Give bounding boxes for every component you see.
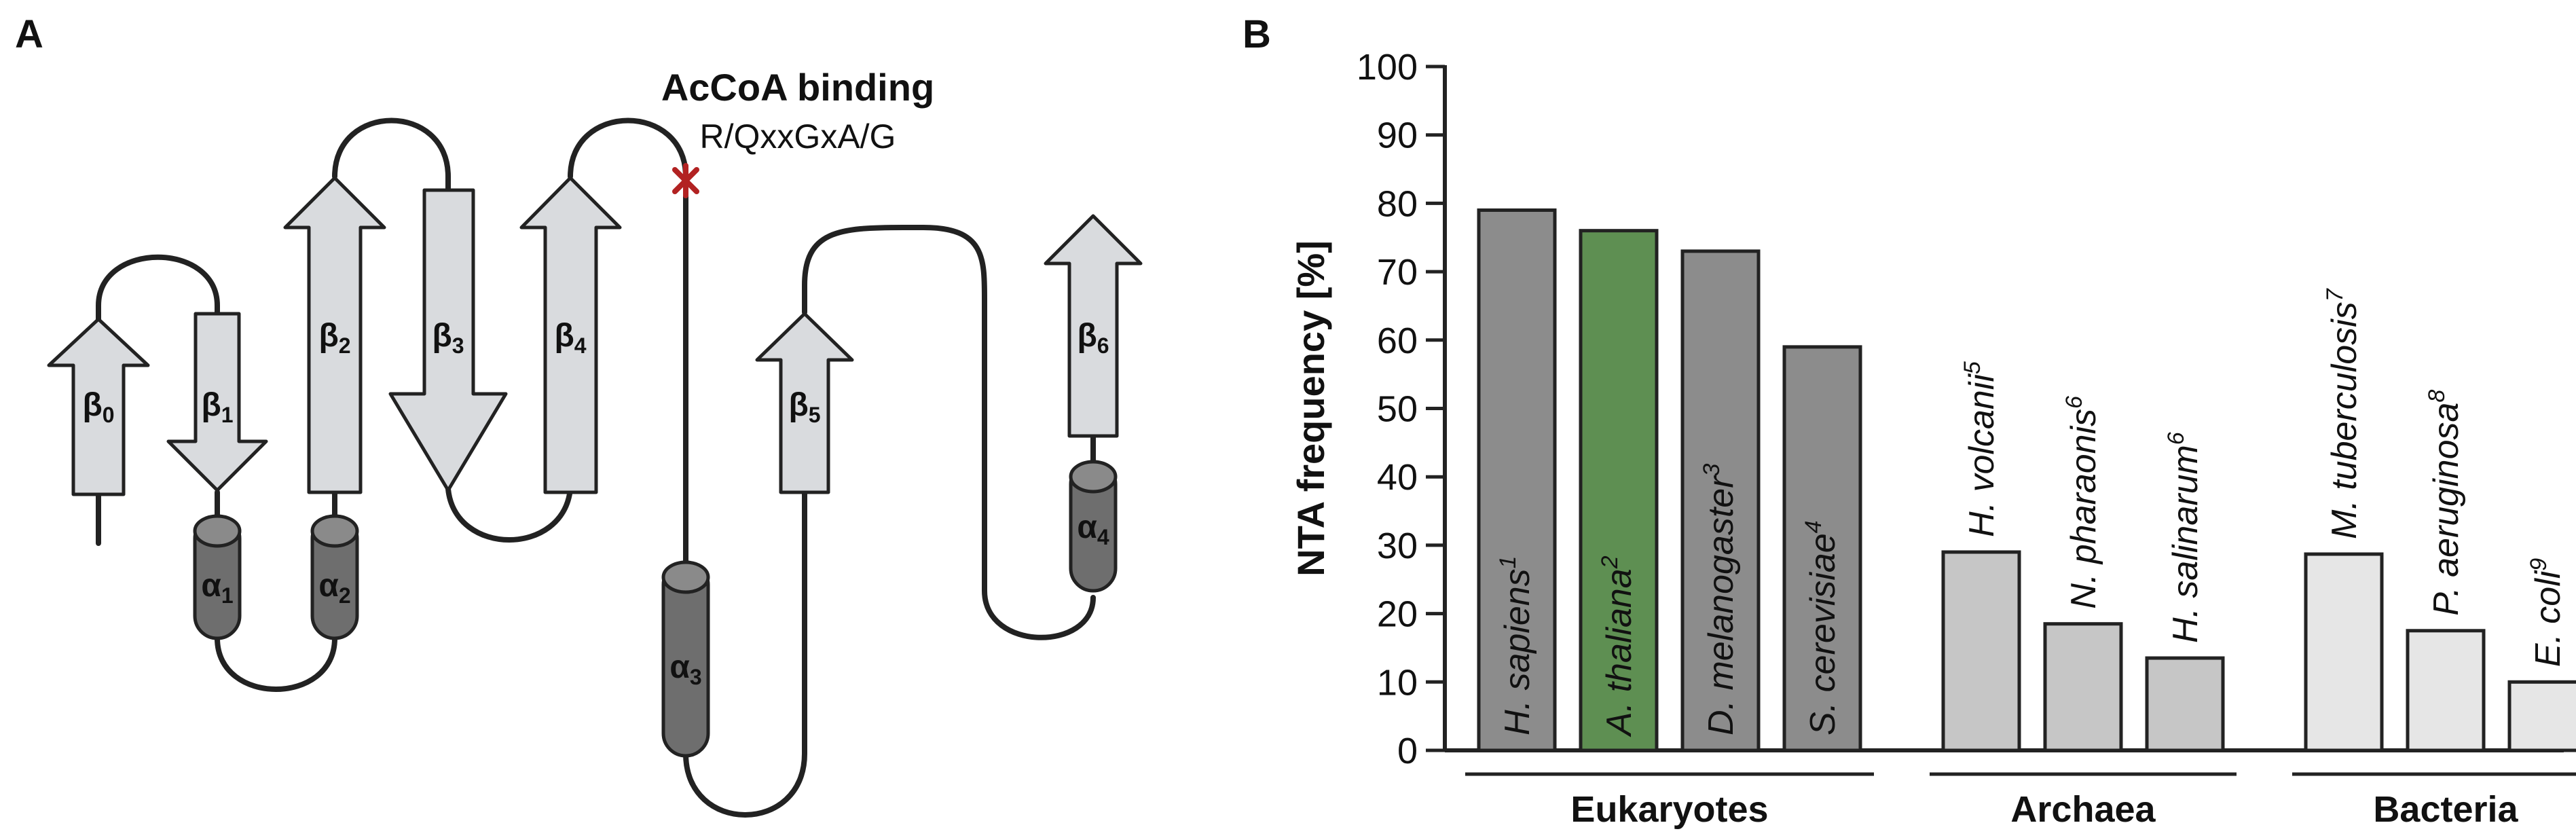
bar <box>2507 680 2576 752</box>
bar-label: E. coli9 <box>2526 558 2568 668</box>
y-tick-label: 50 <box>1377 389 1418 430</box>
loop-b5-a4 <box>802 225 1096 640</box>
strand-label-b5: β5 <box>788 387 820 427</box>
helix-a3 <box>661 560 710 758</box>
bar <box>1477 208 1557 752</box>
bar <box>1782 345 1862 752</box>
loop-a1-a2 <box>215 636 337 692</box>
strand-b1 <box>166 312 268 492</box>
strand-label-b3: β3 <box>432 318 464 358</box>
bar-group: H. salinarum6 <box>2145 432 2225 752</box>
y-tick-label: 40 <box>1377 457 1418 498</box>
bar-group: E. coli9 <box>2507 558 2576 752</box>
bar-label: M. tuberculosis7 <box>2322 288 2364 539</box>
bar <box>2145 656 2225 752</box>
strand-b3 <box>388 188 508 492</box>
helix-label-a4: α4 <box>1077 509 1109 549</box>
alpha-helices <box>193 460 1118 758</box>
strand-label-b4: β4 <box>554 318 586 358</box>
group-label: Eukaryotes <box>1570 789 1768 830</box>
y-tick-label: 90 <box>1377 115 1418 156</box>
bar <box>1680 249 1761 752</box>
bar-label: H. salinarum6 <box>2163 432 2205 643</box>
panel-b-chart: B NTA frequency [%] 0 10 20 30 40 50 60 70 80 90 1… <box>1243 12 2576 830</box>
bar-group: S. cerevisiae4 <box>1782 345 1862 752</box>
loop-b3-b4 <box>445 486 573 543</box>
group-brackets: Eukaryotes Archaea Bacteria <box>1465 772 2576 830</box>
motif-sequence: R/QxxGxA/G <box>700 117 896 156</box>
bar-group: H. volcanii5 <box>1941 361 2021 752</box>
loop-b2-b3 <box>332 117 451 193</box>
acco-binding-marker-icon <box>672 163 699 198</box>
group-label: Archaea <box>2010 789 2156 830</box>
bar-label: N. pharaonis6 <box>2061 396 2103 609</box>
y-tick-label: 60 <box>1377 321 1418 361</box>
bar-group: D. melanogaster3 <box>1680 249 1761 752</box>
bar-label: H. volcanii5 <box>1959 361 2002 537</box>
group-label: Bacteria <box>2373 789 2518 830</box>
bars: H. sapiens1 A. thaliana2 D. melanogaster3 S… <box>1477 208 2576 752</box>
bar <box>2406 629 2486 752</box>
strand-label-b6: β6 <box>1077 318 1109 358</box>
bar-group: M. tuberculosis7 <box>2304 288 2384 752</box>
y-tick-label: 100 <box>1357 47 1418 88</box>
helix-label-a1: α1 <box>201 568 233 608</box>
loop-a3-b5 <box>683 490 807 818</box>
bar <box>1941 550 2021 752</box>
y-tick-label: 80 <box>1377 183 1418 224</box>
helix-a1 <box>193 514 242 640</box>
bar <box>2043 622 2123 752</box>
y-tick-label: 70 <box>1377 252 1418 293</box>
bar <box>1579 229 1659 752</box>
y-tick-label: 10 <box>1377 662 1418 703</box>
bar-label: S. cerevisiae4 <box>1801 520 1843 735</box>
bar-label: D. melanogaster3 <box>1699 463 1741 735</box>
y-tick-label: 30 <box>1377 526 1418 566</box>
helix-a2 <box>310 514 359 640</box>
strand-label-b1: β1 <box>201 387 233 427</box>
strand-b0 <box>47 317 150 496</box>
y-tick-label: 20 <box>1377 594 1418 635</box>
loop-b4-a3 <box>568 117 688 179</box>
helix-a4 <box>1069 460 1118 593</box>
bar-group: N. pharaonis6 <box>2043 396 2123 752</box>
panel-a-letter: A <box>15 12 43 56</box>
bar-label: A. thaliana2 <box>1597 555 1639 737</box>
strand-b5 <box>755 312 854 494</box>
strand-b4 <box>519 176 622 494</box>
bar-group: H. sapiens1 <box>1477 208 1557 752</box>
panel-b-letter: B <box>1243 12 1271 56</box>
bar-label: P. aeruginosa8 <box>2424 390 2466 616</box>
bar-label: H. sapiens1 <box>1495 555 1537 735</box>
beta-strands <box>47 176 1143 496</box>
panel-a-topology: A β0 β1 β2 β3 <box>15 12 1143 818</box>
strand-label-b0: β0 <box>82 387 114 427</box>
motif-title: AcCoA binding <box>661 66 934 109</box>
strand-b2 <box>283 176 386 494</box>
strand-label-b2: β2 <box>318 318 350 358</box>
helix-label-a3: α3 <box>669 649 701 689</box>
bar-group: P. aeruginosa8 <box>2406 390 2486 752</box>
y-axis-label: NTA frequency [%] <box>1289 240 1332 577</box>
bar-group: A. thaliana2 <box>1579 229 1659 752</box>
loop-b0-b1 <box>96 254 220 322</box>
bar <box>2304 552 2384 752</box>
helix-label-a2: α2 <box>318 568 350 608</box>
strand-b6 <box>1044 214 1143 438</box>
y-tick-label: 0 <box>1397 731 1418 771</box>
